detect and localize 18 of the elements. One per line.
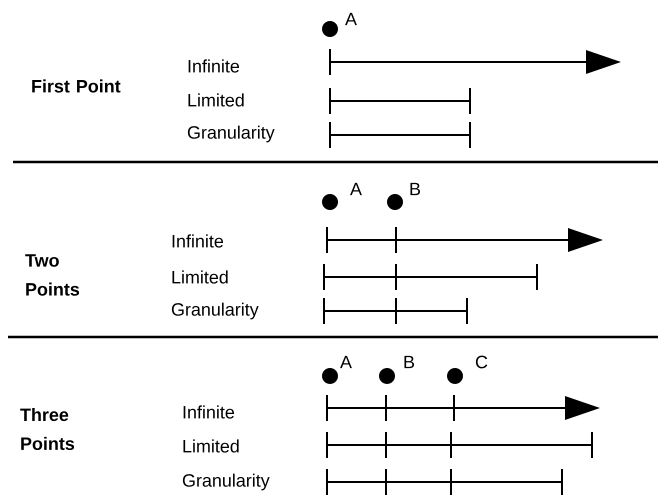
section-heading: Two Points <box>25 254 80 296</box>
section-heading: First Point <box>32 79 120 93</box>
row-label: Granularity <box>188 126 275 142</box>
point-label: C <box>476 356 488 368</box>
point-label: B <box>410 182 420 196</box>
point-label: A <box>345 12 357 26</box>
point-label: A <box>340 356 352 368</box>
row-label: Infinite <box>188 59 240 73</box>
row-label: Limited <box>188 93 244 107</box>
row-label: Infinite <box>172 234 224 248</box>
row-label: Limited <box>172 270 228 284</box>
row-label: Granularity <box>172 302 259 320</box>
row-label: Infinite <box>184 405 234 419</box>
point-label: A <box>350 182 362 196</box>
point-label: B <box>404 356 414 368</box>
row-label: Limited <box>183 439 239 453</box>
row-label: Granularity <box>182 474 270 490</box>
section-heading: Three Points <box>20 408 74 450</box>
